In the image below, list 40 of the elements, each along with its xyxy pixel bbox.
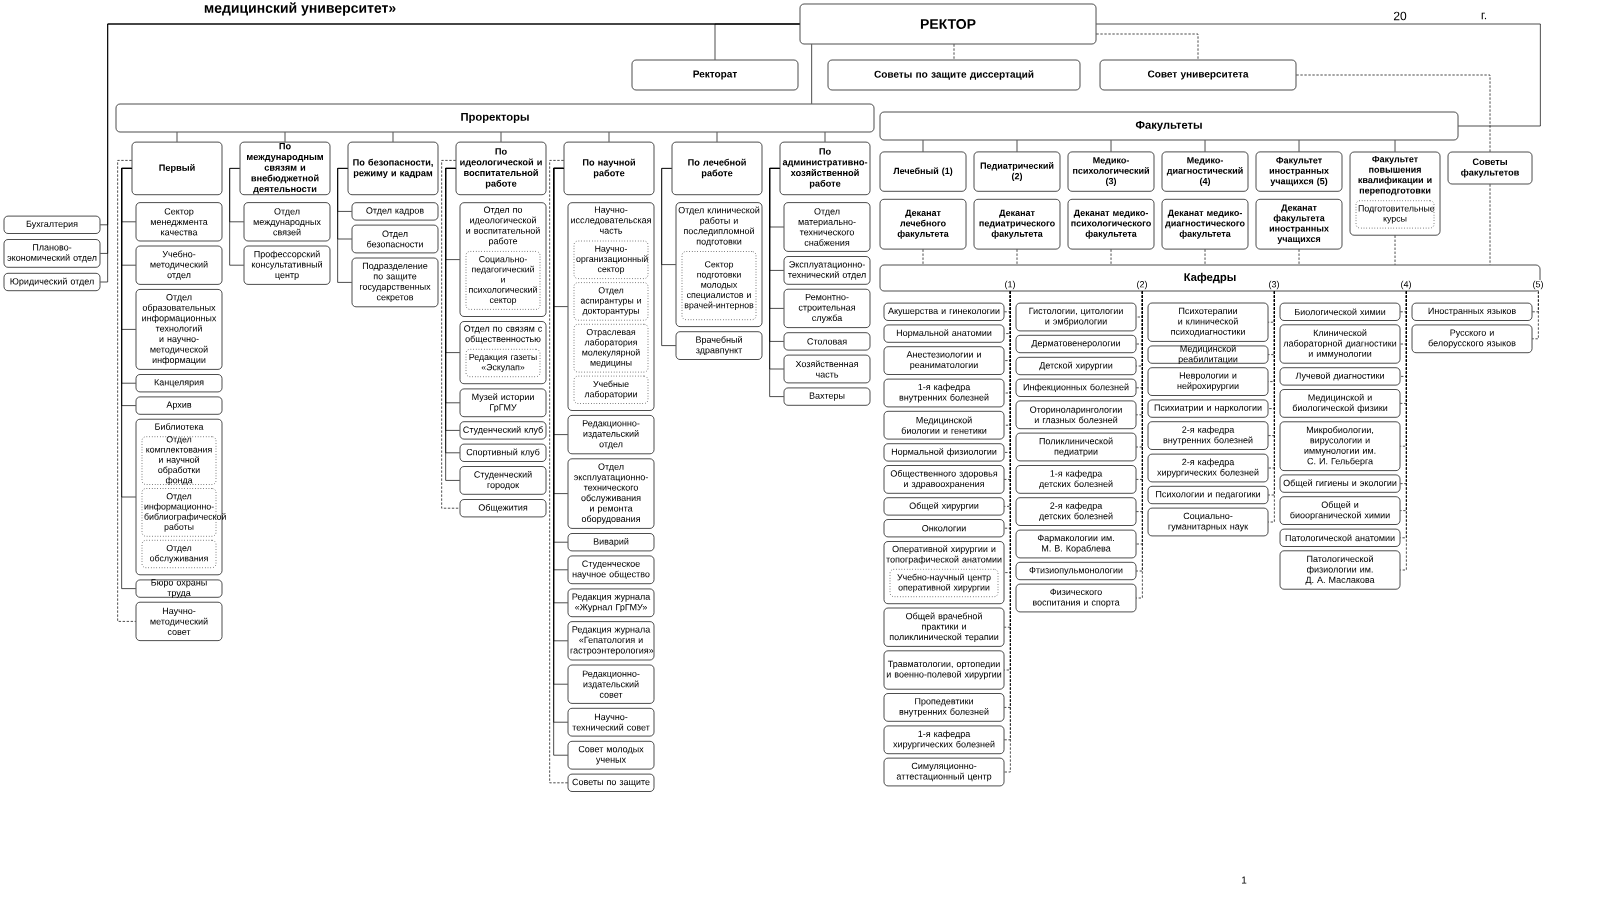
connector	[549, 160, 568, 784]
connector	[1204, 140, 1206, 152]
connector	[1394, 140, 1396, 152]
connector	[1394, 235, 1396, 265]
connector	[117, 160, 136, 622]
connector	[1489, 184, 1491, 265]
connector	[1110, 249, 1112, 265]
connector	[769, 168, 784, 397]
connector	[553, 168, 568, 756]
connector	[100, 23, 800, 283]
connector	[1016, 140, 1018, 152]
connector	[1532, 291, 1539, 340]
connector	[661, 168, 676, 346]
connector	[953, 44, 955, 60]
connector	[1096, 33, 1199, 60]
connector	[500, 132, 502, 143]
connector	[1004, 291, 1011, 773]
connector	[1096, 23, 1541, 127]
connector	[824, 132, 826, 143]
connector	[284, 132, 286, 143]
connector	[1400, 291, 1407, 571]
connector	[445, 168, 460, 481]
connector	[716, 132, 718, 143]
connector	[608, 132, 610, 143]
connector	[1298, 249, 1300, 265]
connector	[1016, 249, 1018, 265]
connector	[229, 168, 244, 266]
connector	[121, 168, 136, 589]
connector	[392, 132, 394, 143]
connector	[1204, 249, 1206, 265]
connector	[922, 249, 924, 265]
connector	[1136, 291, 1143, 599]
connector	[1110, 140, 1112, 152]
connector	[922, 140, 924, 152]
connector	[1268, 291, 1275, 523]
connector	[176, 132, 178, 143]
connector	[441, 160, 460, 509]
connector	[1298, 140, 1300, 152]
connector	[337, 168, 352, 283]
connector	[1296, 74, 1491, 152]
